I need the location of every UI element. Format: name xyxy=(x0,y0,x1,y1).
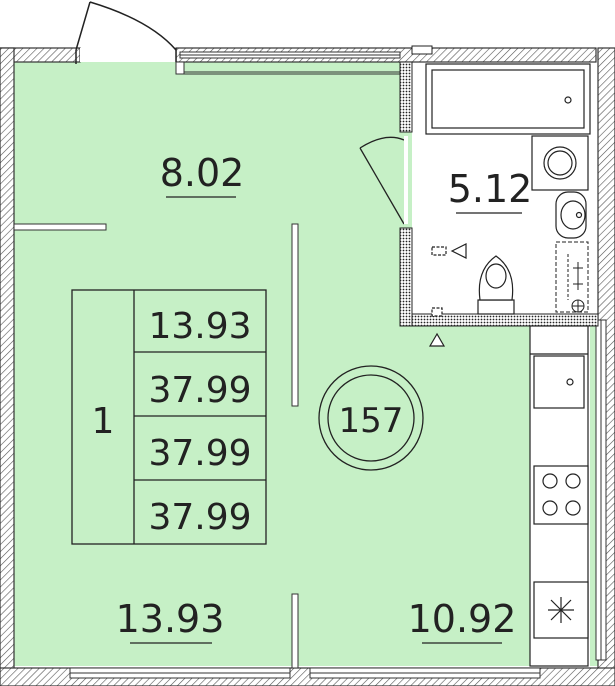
ventilation-icon xyxy=(431,243,467,259)
hall-area: 8.02 xyxy=(160,151,245,195)
bathroom-walls xyxy=(399,45,599,327)
rooms-count: 1 xyxy=(92,401,115,442)
apartment-number-badge xyxy=(318,365,424,471)
bathtub-icon xyxy=(425,63,591,135)
fridge-icon xyxy=(533,581,589,639)
bathroom-door xyxy=(359,136,408,225)
top-window xyxy=(175,51,401,75)
kitchen-area: 10.92 xyxy=(408,597,517,641)
right-window xyxy=(595,319,607,661)
table-area-1: 13.93 xyxy=(148,306,251,347)
table-area-3: 37.99 xyxy=(148,433,251,474)
entrance-door xyxy=(75,1,177,64)
bathroom-area: 5.12 xyxy=(448,167,533,211)
sink-icon xyxy=(555,191,587,239)
kitchen-sink-icon xyxy=(533,355,585,409)
bottom-windows xyxy=(69,667,541,679)
stove-icon xyxy=(533,465,589,525)
floor-area xyxy=(12,62,600,666)
table-area-4: 37.99 xyxy=(148,497,251,538)
towel-rail-icon xyxy=(555,241,589,313)
table-area-2: 37.99 xyxy=(148,370,251,411)
living-room-area: 13.93 xyxy=(116,597,225,641)
toilet-icon xyxy=(477,255,515,315)
washing-machine-icon xyxy=(531,135,589,191)
apartment-summary-table xyxy=(71,289,267,545)
partitions xyxy=(13,223,299,669)
apartment-number: 157 xyxy=(339,401,404,441)
meter-icon xyxy=(428,307,446,347)
